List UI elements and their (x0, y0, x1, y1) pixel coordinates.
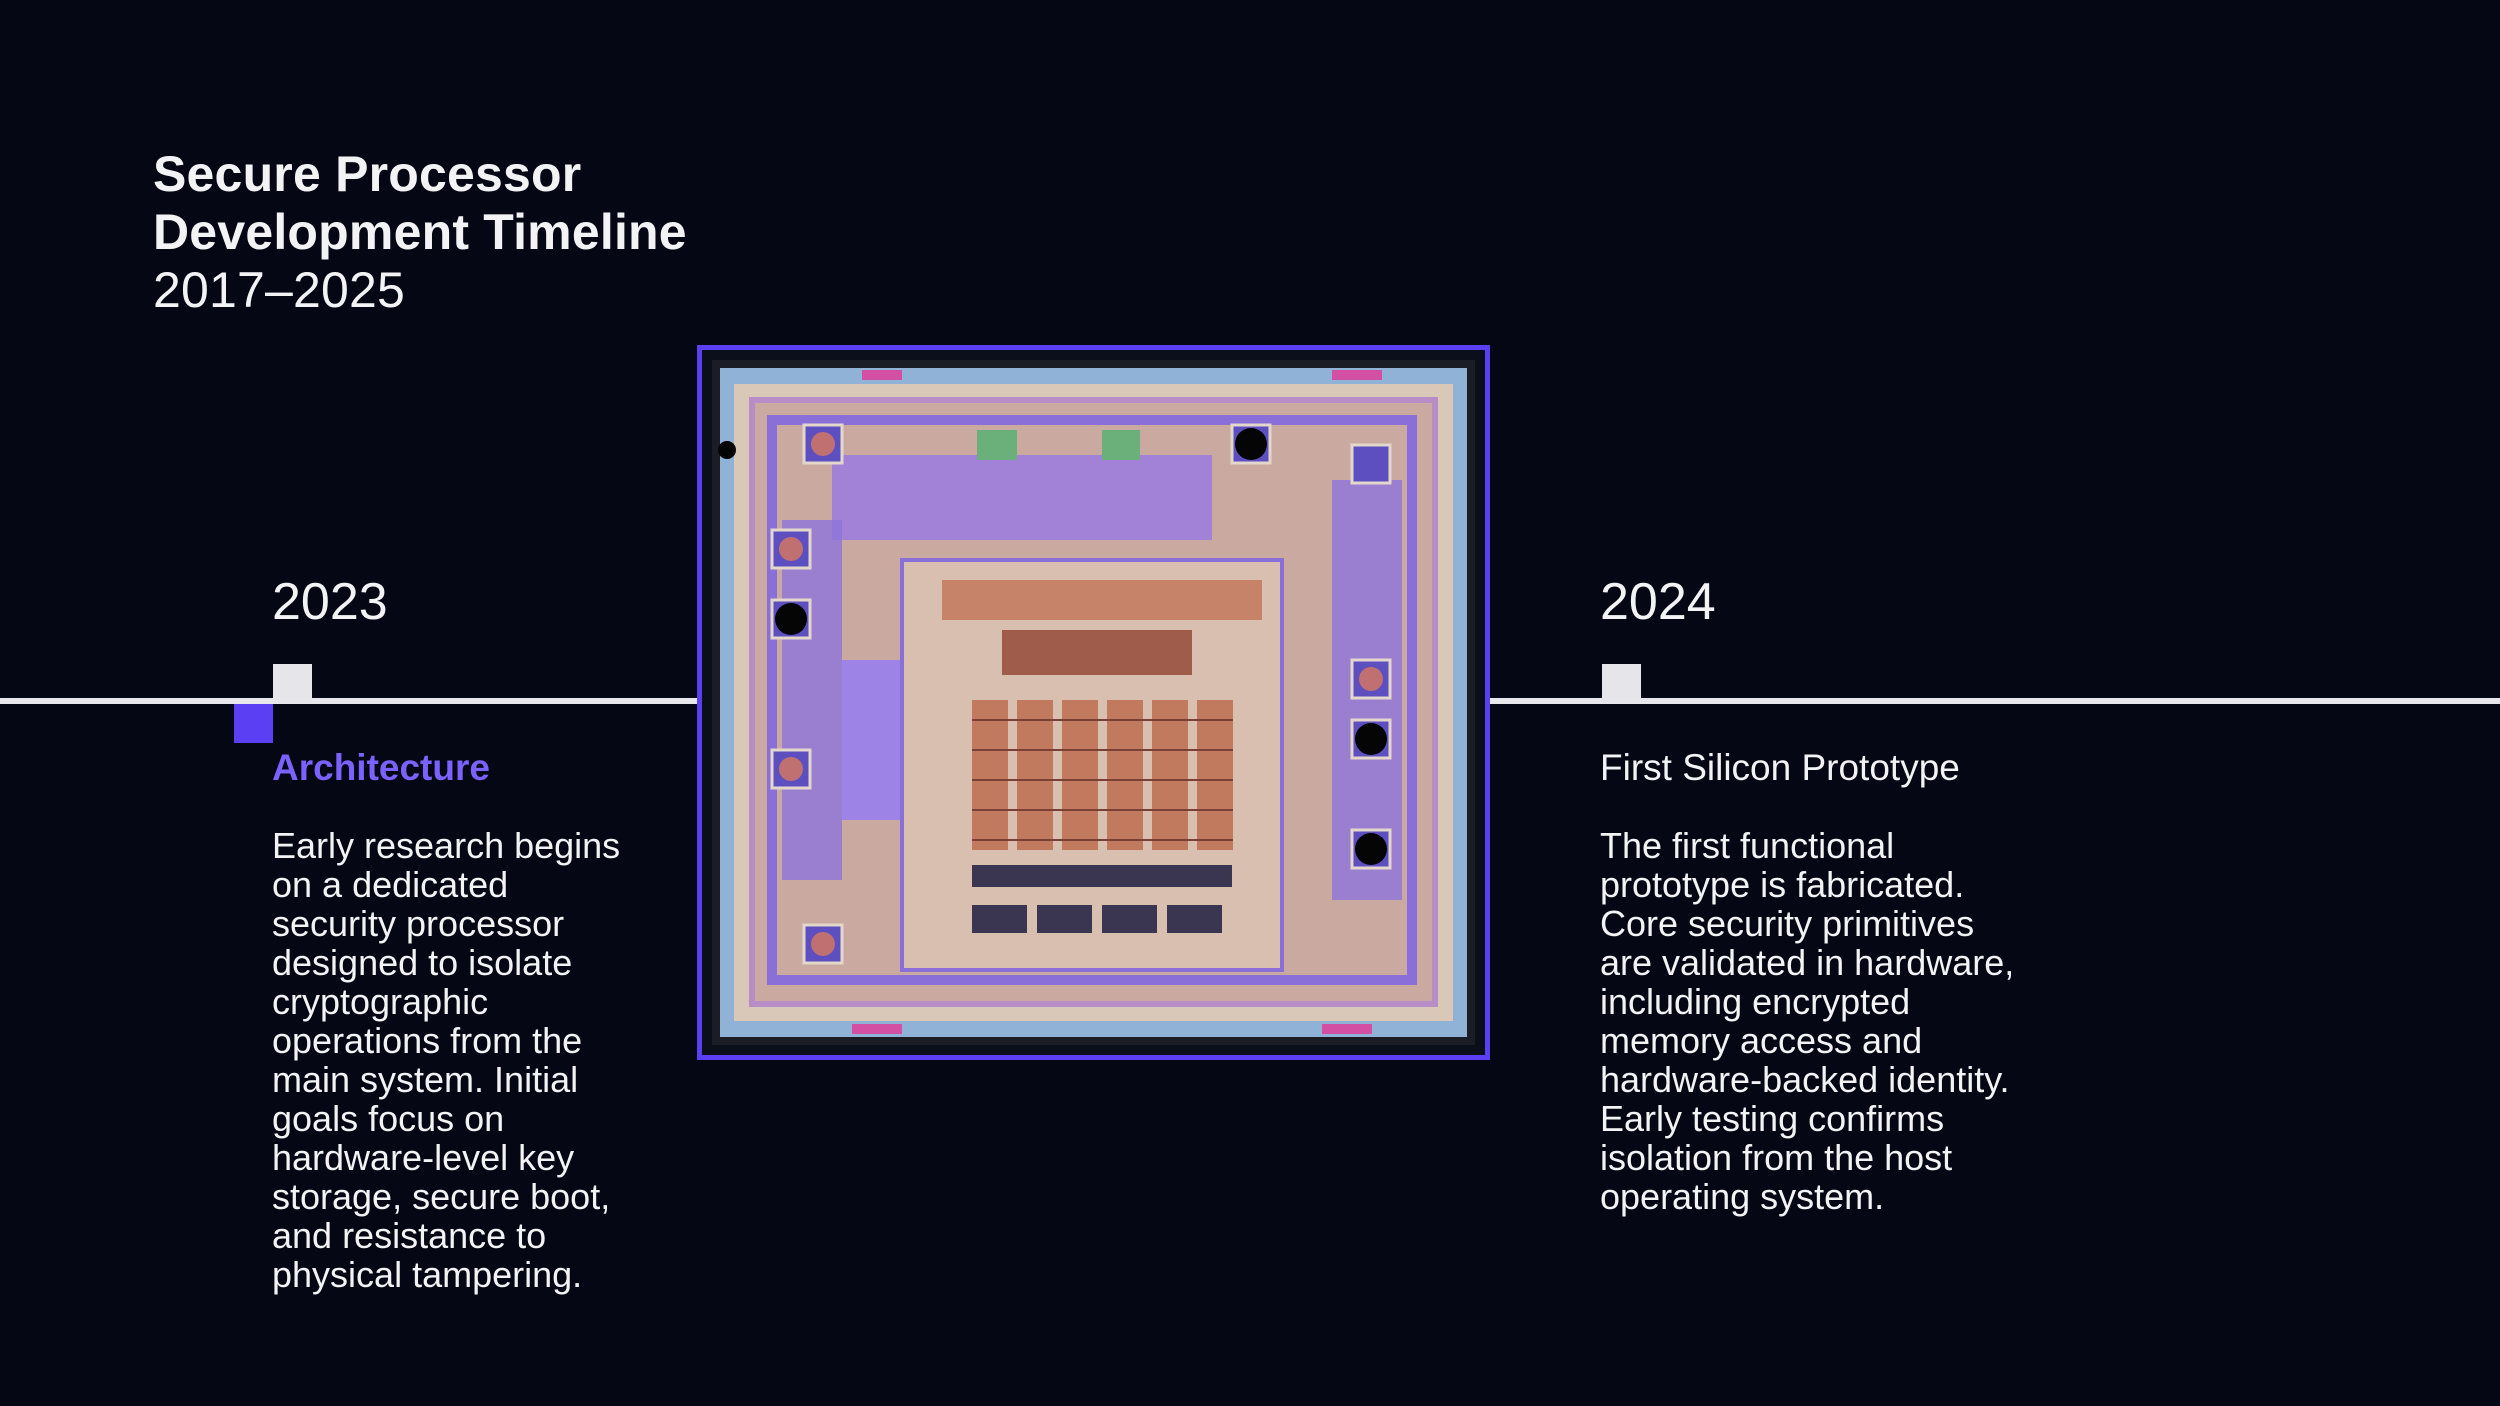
milestone-description-2023: Early research begins on a dedicated sec… (272, 825, 621, 1295)
title-line-2: Development Timeline (153, 204, 687, 260)
active-milestone-indicator (234, 704, 273, 743)
title-year-range: 2017–2025 (153, 262, 406, 318)
milestone-year-2023: 2023 (272, 573, 388, 631)
milestone-heading-first-silicon[interactable]: First Silicon Prototype (1600, 747, 1960, 788)
milestone-year-2024: 2024 (1600, 573, 1716, 631)
page-title: Secure Processor Development Timeline 20… (153, 145, 687, 319)
timeline-axis-left (0, 698, 697, 704)
milestone-description-2024: The first functional prototype is fabric… (1600, 825, 2015, 1217)
milestone-marker-2023[interactable] (273, 664, 312, 703)
title-line-1: Secure Processor (153, 146, 582, 202)
milestone-heading-architecture[interactable]: Architecture (272, 747, 490, 788)
timeline-axis-right (1490, 698, 2500, 704)
chip-die-image (712, 360, 1475, 1045)
chip-die-image-frame (697, 345, 1490, 1060)
milestone-marker-2024[interactable] (1602, 664, 1641, 703)
